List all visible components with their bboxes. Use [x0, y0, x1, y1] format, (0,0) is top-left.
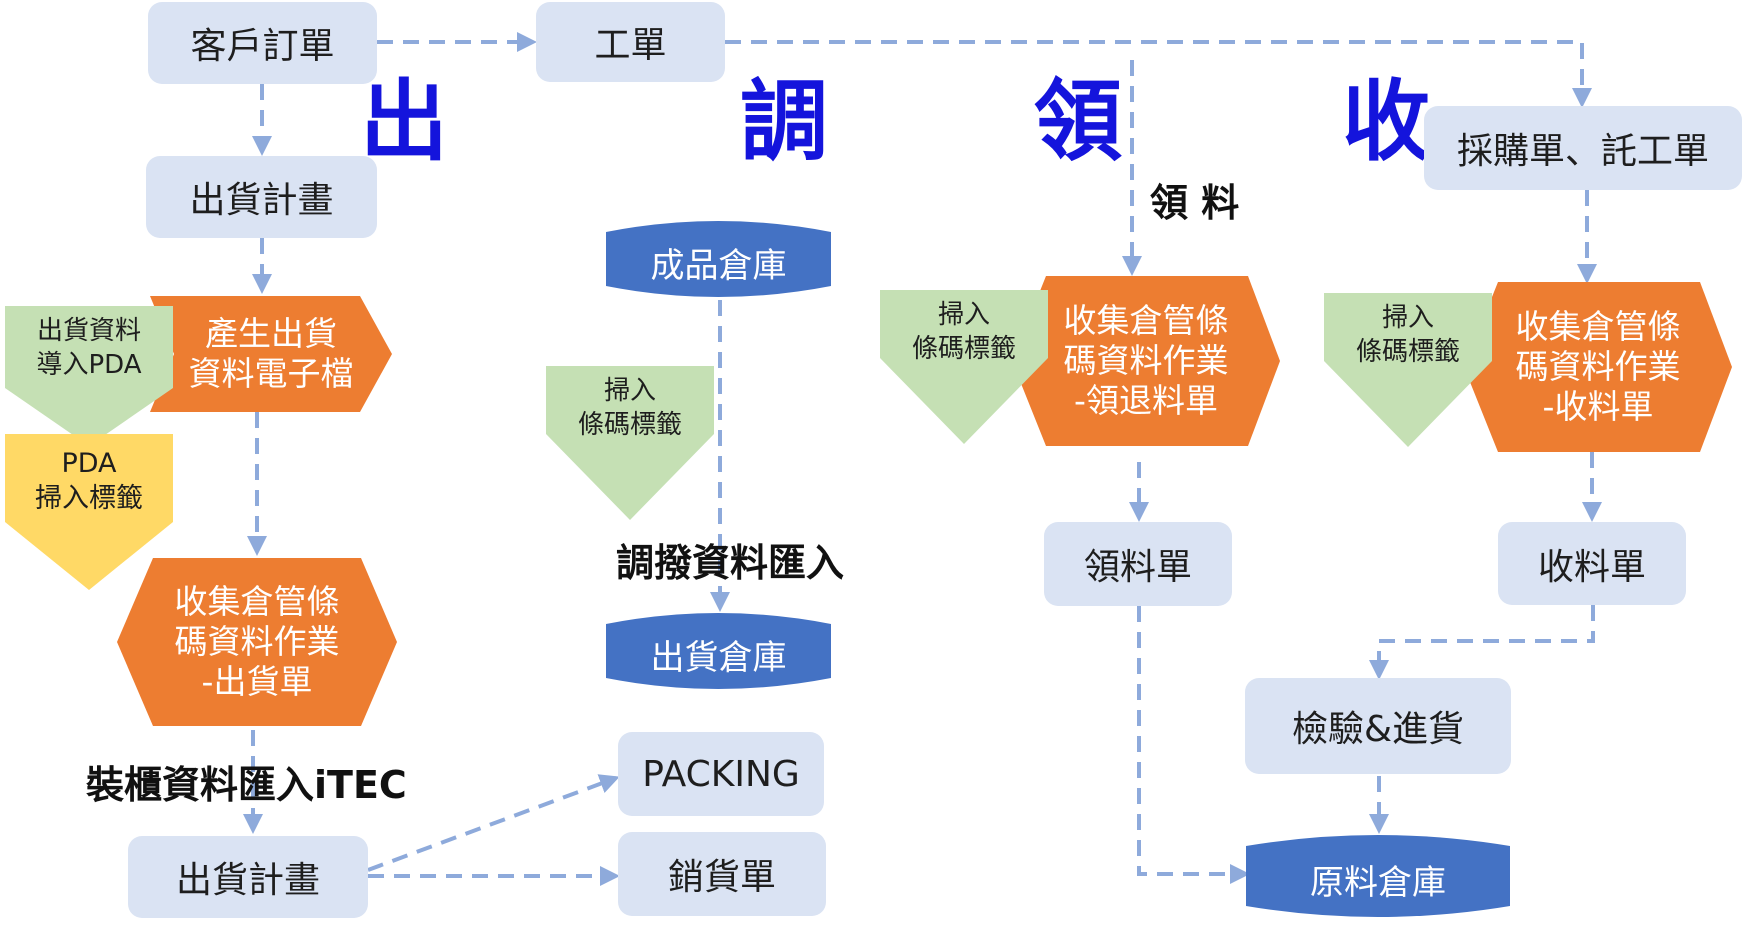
- shipment-plan-top-box: 出貨計畫: [146, 156, 377, 238]
- pda-scan-label-chevron: PDA 掃入標籤: [5, 434, 173, 590]
- scan-pick-line1: 掃入: [937, 300, 990, 330]
- scan-barcode-receive-chevron: 掃入 條碼標籤: [1324, 293, 1492, 447]
- collect-shipment-line2: 碼資料作業: [174, 622, 340, 661]
- scan-transfer-line1: 掃入: [603, 376, 656, 406]
- raw-material-warehouse-label: 原料倉庫: [1310, 862, 1446, 903]
- heading-receive: 收: [1342, 70, 1431, 173]
- collect-pick-line3: -領退料單: [1074, 381, 1218, 420]
- scan-receive-line1: 掃入: [1381, 303, 1434, 333]
- collect-shipment-hexagon: 收集倉管條 碼資料作業 -出貨單: [117, 558, 397, 726]
- heading-out: 出: [360, 70, 449, 173]
- import-to-pda-chevron: 出貨資料 導入PDA: [5, 306, 173, 446]
- heading-pick: 領: [1034, 70, 1123, 173]
- transfer-import-caption: 調撥資料匯入: [616, 541, 845, 585]
- import-to-pda-line1: 出貨資料: [36, 316, 141, 346]
- collect-pick-line2: 碼資料作業: [1063, 341, 1229, 380]
- connector-receive-to-inspection: [1369, 605, 1595, 680]
- raw-material-warehouse-cylinder: 原料倉庫: [1246, 832, 1510, 920]
- customer-order-box: 客戶訂單: [148, 2, 377, 84]
- generate-shipment-line1: 產生出貨: [205, 314, 337, 353]
- packing-box: PACKING: [618, 732, 824, 816]
- scan-barcode-transfer-chevron: 掃入 條碼標籤: [546, 366, 714, 520]
- collect-shipment-line1: 收集倉管條: [174, 582, 340, 621]
- material-pick-caption: 領 料: [1150, 181, 1240, 225]
- generate-shipment-file-shape: 產生出貨 資料電子檔: [150, 296, 392, 412]
- pda-scan-line2: 掃入標籤: [35, 483, 143, 514]
- shipping-warehouse-cylinder: 出貨倉庫: [606, 610, 831, 692]
- sales-order-box: 銷貨單: [618, 832, 826, 916]
- scan-pick-line2: 條碼標籤: [911, 334, 1016, 364]
- connector-workorder-to-purchase: [725, 40, 1592, 108]
- collect-shipment-line3: -出貨單: [201, 662, 313, 701]
- pick-order-box: 領料單: [1044, 522, 1232, 606]
- import-to-pda-line2: 導入PDA: [36, 350, 142, 380]
- container-import-caption: 裝櫃資料匯入iTEC: [86, 763, 407, 807]
- inspection-box: 檢驗&進貨: [1245, 678, 1511, 774]
- generate-shipment-line2: 資料電子檔: [188, 354, 354, 393]
- collect-receive-line2: 碼資料作業: [1515, 347, 1681, 386]
- pda-scan-line1: PDA: [61, 448, 117, 479]
- scan-transfer-line2: 條碼標籤: [577, 410, 682, 440]
- collect-pick-line1: 收集倉管條: [1063, 301, 1229, 340]
- purchase-order-box: 採購單、託工單: [1424, 106, 1742, 190]
- finished-warehouse-cylinder: 成品倉庫: [606, 218, 831, 300]
- scan-receive-line2: 條碼標籤: [1355, 337, 1460, 367]
- shipment-plan-bottom-box: 出貨計畫: [128, 836, 368, 918]
- work-order-box: 工單: [536, 2, 725, 82]
- collect-receive-line1: 收集倉管條: [1515, 307, 1681, 346]
- scan-barcode-pick-chevron: 掃入 條碼標籤: [880, 290, 1048, 444]
- finished-warehouse-label: 成品倉庫: [650, 245, 787, 286]
- collect-receive-line3: -收料單: [1542, 387, 1654, 426]
- receive-order-box: 收料單: [1498, 522, 1686, 605]
- shipping-warehouse-label: 出貨倉庫: [650, 637, 787, 678]
- collect-pick-hexagon: 收集倉管條 碼資料作業 -領退料單: [1012, 276, 1280, 446]
- collect-receive-hexagon: 收集倉管條 碼資料作業 -收料單: [1464, 282, 1732, 452]
- connector-pickorder-to-raw: [1137, 606, 1250, 884]
- connector-plan-to-packing: [367, 774, 620, 872]
- heading-transfer: 調: [740, 70, 829, 173]
